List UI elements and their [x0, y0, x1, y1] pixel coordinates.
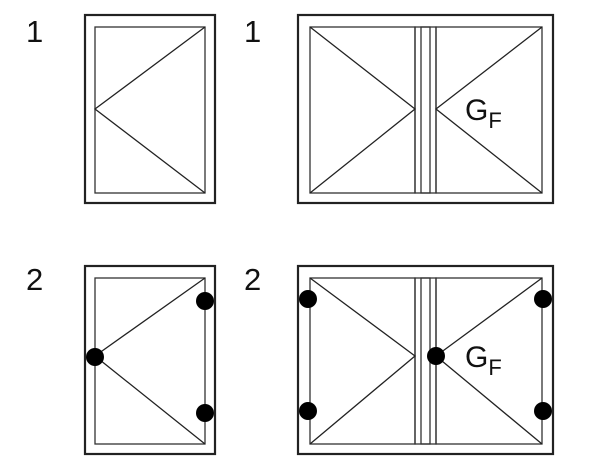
row-1-gf-label: GF	[465, 96, 502, 132]
mullion-inner	[420, 26, 431, 194]
hinge-marker	[196, 404, 214, 422]
row-2-label-left: 2	[26, 262, 44, 297]
outer-frame	[83, 13, 217, 205]
hinge-marker	[86, 348, 104, 366]
left-opening-lines	[309, 277, 417, 445]
row-1-label-left: 1	[26, 14, 44, 49]
outer-frame	[83, 264, 217, 456]
row-2-double-window	[296, 264, 555, 456]
hinge-marker	[299, 290, 317, 308]
row-2-gf-label: GF	[465, 343, 502, 379]
gf-sub: F	[488, 108, 502, 133]
row-2-single-window	[83, 264, 217, 456]
row-2-label-right: 2	[244, 262, 262, 297]
sash-frame	[94, 277, 206, 445]
gf-main: G	[465, 94, 489, 127]
left-sash-frame	[309, 277, 416, 445]
row-1-label-right: 1	[244, 14, 262, 49]
hinge-marker	[196, 292, 214, 310]
sash-frame	[94, 26, 206, 194]
gf-sub: F	[488, 355, 502, 380]
hinge-marker	[534, 290, 552, 308]
hinge-marker	[427, 347, 445, 365]
hinge-marker	[299, 402, 317, 420]
opening-direction-lines	[93, 277, 206, 445]
left-sash-frame	[309, 26, 416, 194]
row-1-single-window	[83, 13, 217, 205]
right-opening-lines	[434, 26, 543, 194]
outer-frame	[296, 13, 555, 205]
opening-direction-lines	[93, 26, 206, 194]
gf-main: G	[465, 341, 489, 374]
hinge-marker	[534, 402, 552, 420]
mullion-outer	[414, 26, 437, 194]
outer-frame	[296, 264, 555, 456]
row-1-double-window	[296, 13, 555, 205]
left-opening-lines	[309, 26, 417, 194]
